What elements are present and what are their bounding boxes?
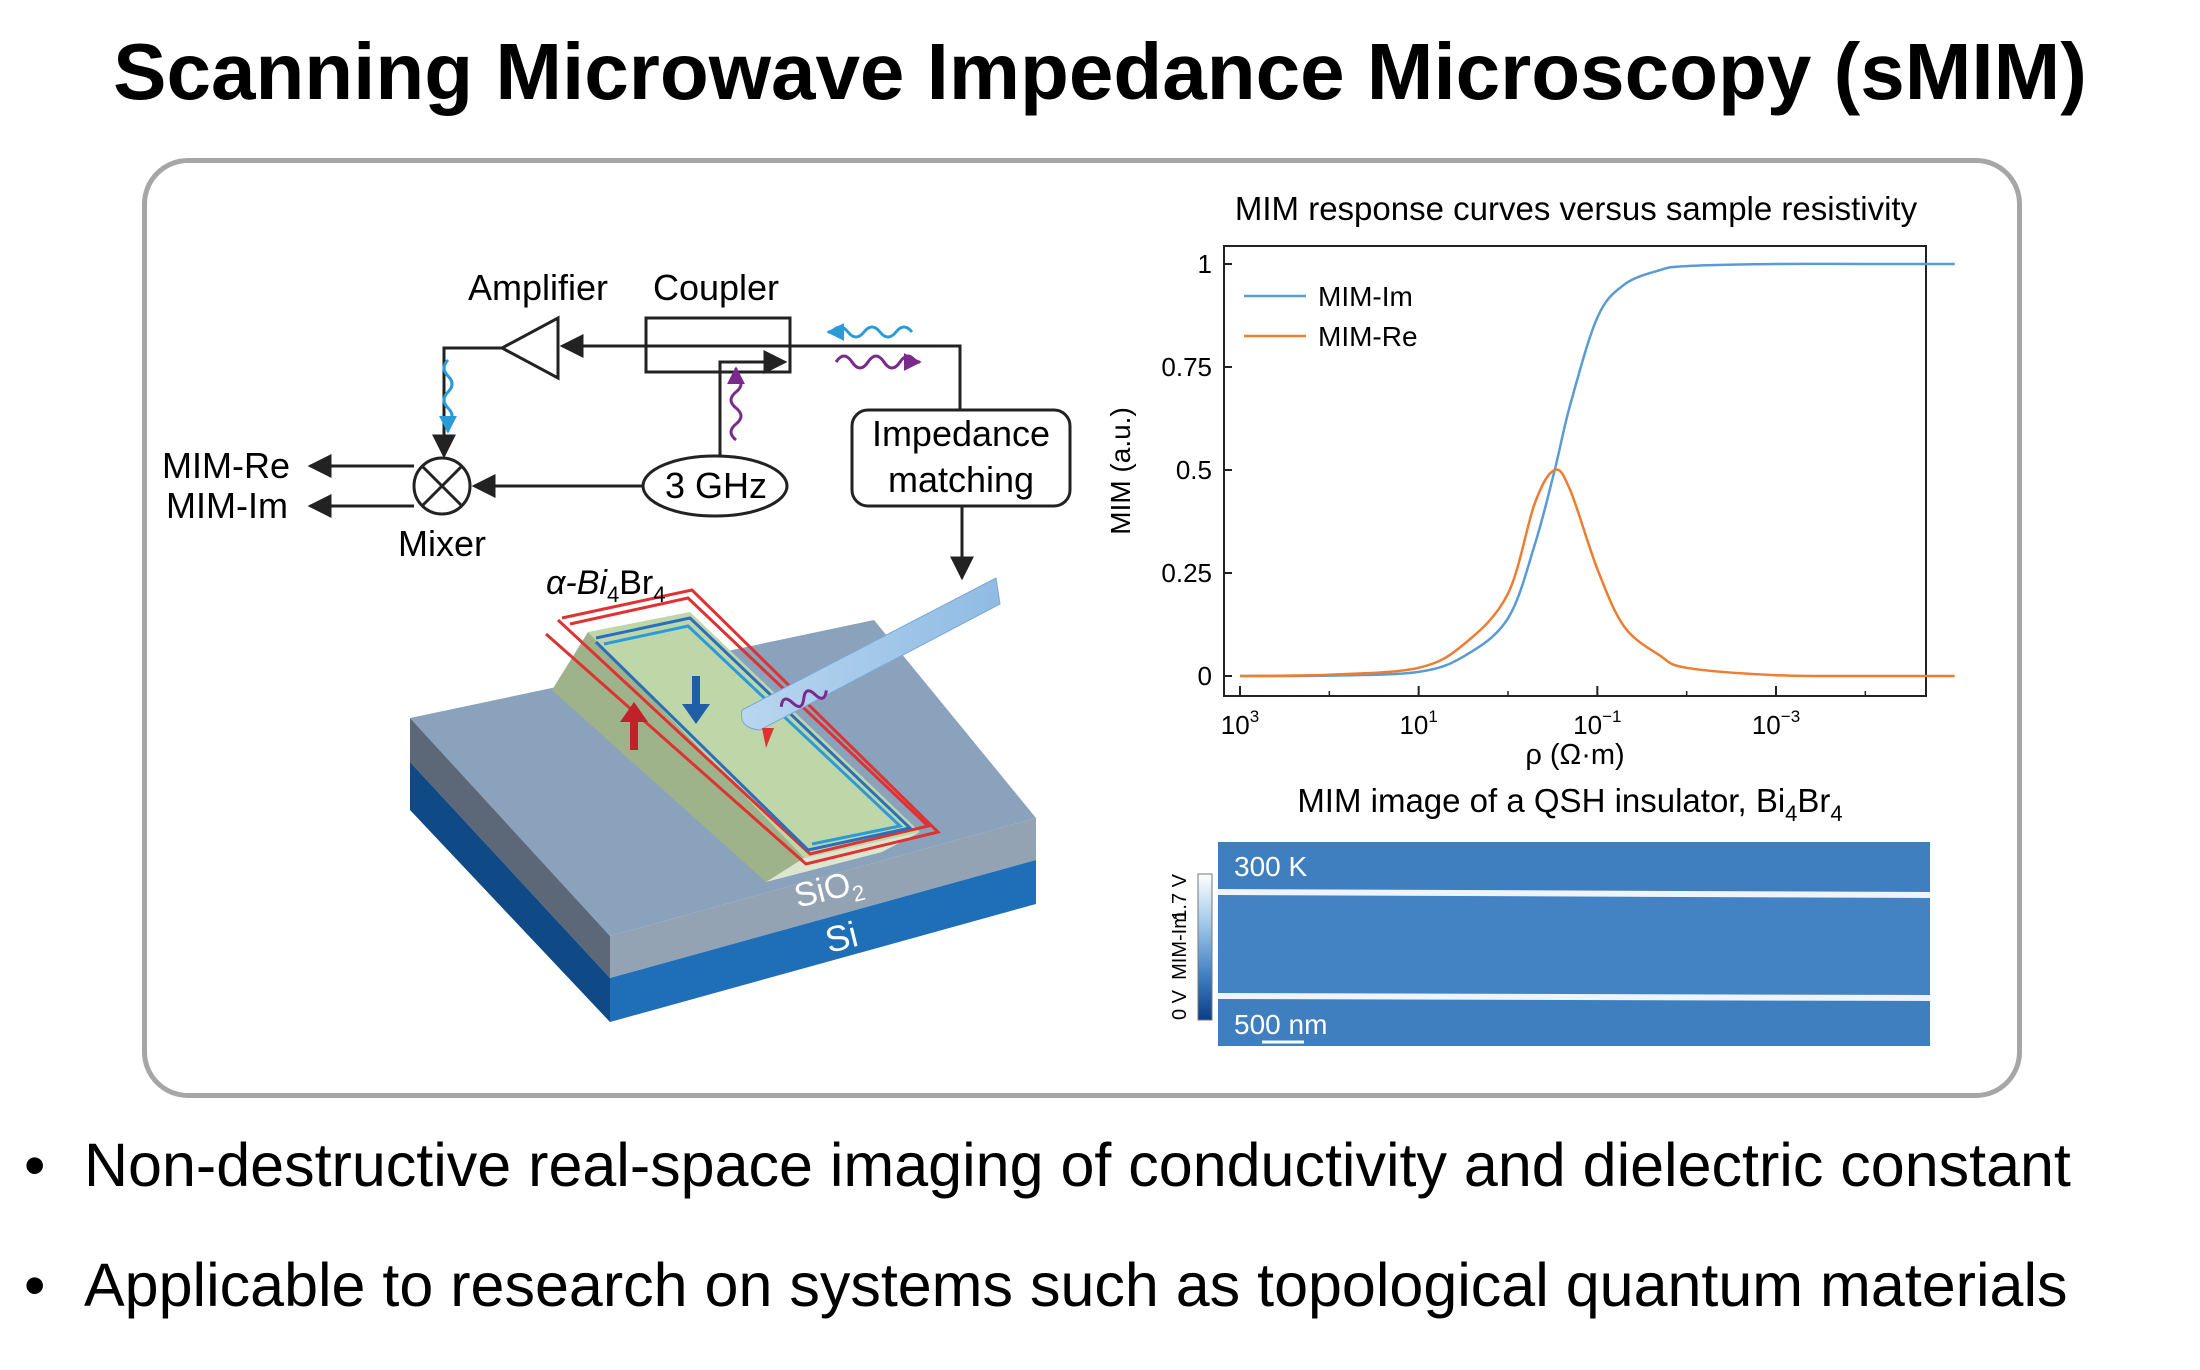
x-axis-label: ρ (Ω·m) <box>1525 739 1624 771</box>
source-ellipse <box>641 454 789 518</box>
source-label: 3 GHz <box>665 465 767 506</box>
mim-edge-bottom <box>1217 993 1931 1001</box>
circuit-schematic: Amplifier Coupler MIM-Re MIM-Im Mixer 3 … <box>162 267 1072 581</box>
bullet-dot-icon: • <box>24 1251 46 1319</box>
series-line-mim-im <box>1239 262 1955 678</box>
series-layer <box>1239 262 1955 678</box>
mim-edge-top <box>1217 889 1931 898</box>
sio2-left-face <box>410 718 610 978</box>
chart-title: MIM response curves versus sample resist… <box>1235 190 1918 227</box>
series-line-mim-re <box>1239 468 1955 678</box>
mim-image-map <box>1218 842 1930 1046</box>
mim-im-label: MIM-Im <box>166 485 288 526</box>
colorbar-axis-label: MIM-Im <box>1169 912 1191 980</box>
sample-label: α-Bi4Br4 <box>546 564 665 607</box>
impedance-label-line2: matching <box>888 459 1034 500</box>
temperature-label: 300 K <box>1234 851 1307 882</box>
y-axis-label: MIM (a.u.) <box>1105 407 1136 535</box>
legend: MIM-Im MIM-Re <box>1244 281 1418 352</box>
figure-frame <box>142 158 2022 1098</box>
si-front-face <box>610 860 1036 1022</box>
legend-label-mim-im: MIM-Im <box>1318 281 1413 312</box>
down-arrow-icon <box>682 676 710 724</box>
wave-signal-icon <box>442 358 454 426</box>
up-arrow-icon <box>620 702 648 750</box>
bullet-item: • Non-destructive real-space imaging of … <box>24 1130 2194 1200</box>
mim-image-band <box>1218 896 1930 994</box>
colorbar <box>1197 873 1213 1021</box>
colorbar-min-label: 0 V <box>1169 989 1191 1020</box>
edge-current-red <box>556 596 932 856</box>
scale-bar-label: 500 nm <box>1234 1009 1327 1040</box>
plot-area <box>1223 245 1927 697</box>
bullet-dot-icon: • <box>24 1131 46 1199</box>
wave-signal-icon <box>830 325 914 339</box>
bullet-item: • Applicable to research on systems such… <box>24 1250 2194 1320</box>
mixer-label: Mixer <box>398 523 486 564</box>
x-axis: 103 101 10−1 10−3 <box>1221 686 1867 740</box>
sio2-front-face <box>610 818 1036 978</box>
bullet-text: Applicable to research on systems such a… <box>84 1251 2068 1319</box>
mim-response-chart: MIM response curves versus sample resist… <box>1105 190 1955 771</box>
impedance-label-line1: Impedance <box>872 413 1050 454</box>
wave-signal-icon <box>729 374 743 442</box>
amplifier-icon <box>498 315 560 381</box>
mim-image-title: MIM image of a QSH insulator, Bi4Br4 <box>1297 782 1842 826</box>
bullet-text: Non-destructive real-space imaging of co… <box>84 1131 2071 1199</box>
y-tick-label: 0.75 <box>1161 352 1212 382</box>
mixer-icon <box>412 456 472 516</box>
sample-illustration: α-Bi4Br4 SiO2 Si <box>410 564 1036 1022</box>
wave-signal-icon <box>834 354 918 370</box>
wave-signal-icon <box>779 689 828 708</box>
mim-re-label: MIM-Re <box>162 445 290 486</box>
flake-top <box>588 612 920 858</box>
y-axis: 0 0.25 0.5 0.75 1 <box>1161 249 1232 691</box>
y-tick-label: 0.5 <box>1176 455 1212 485</box>
x-tick-label: 10−1 <box>1573 707 1621 740</box>
amplifier-label: Amplifier <box>468 267 608 308</box>
x-tick-label: 103 <box>1221 707 1259 740</box>
y-tick-label: 0.25 <box>1161 558 1212 588</box>
coupler-branch <box>718 350 788 458</box>
figure: Amplifier Coupler MIM-Re MIM-Im Mixer 3 … <box>162 190 1955 1046</box>
coupler-label: Coupler <box>653 267 779 308</box>
tip-apex-icon <box>762 728 774 748</box>
x-tick-label: 10−3 <box>1752 707 1800 740</box>
mim-image-panel: MIM image of a QSH insulator, Bi4Br4 300… <box>1169 782 1931 1046</box>
edge-current-blue-inner <box>603 624 904 846</box>
legend-label-mim-re: MIM-Re <box>1318 321 1418 352</box>
amplifier-to-mixer-line <box>432 346 502 459</box>
page-title: Scanning Microwave Impedance Microscopy … <box>113 27 2087 116</box>
y-tick-label: 0 <box>1198 661 1212 691</box>
edge-current-blue <box>594 616 914 852</box>
x-tick-label: 101 <box>1399 707 1437 740</box>
bullet-list: • Non-destructive real-space imaging of … <box>24 1130 2194 1370</box>
colorbar-max-label: 1.7 V <box>1169 873 1191 920</box>
edge-current-red-outer <box>545 588 941 866</box>
si-left-face <box>410 762 610 1022</box>
y-tick-label: 1 <box>1198 249 1212 279</box>
